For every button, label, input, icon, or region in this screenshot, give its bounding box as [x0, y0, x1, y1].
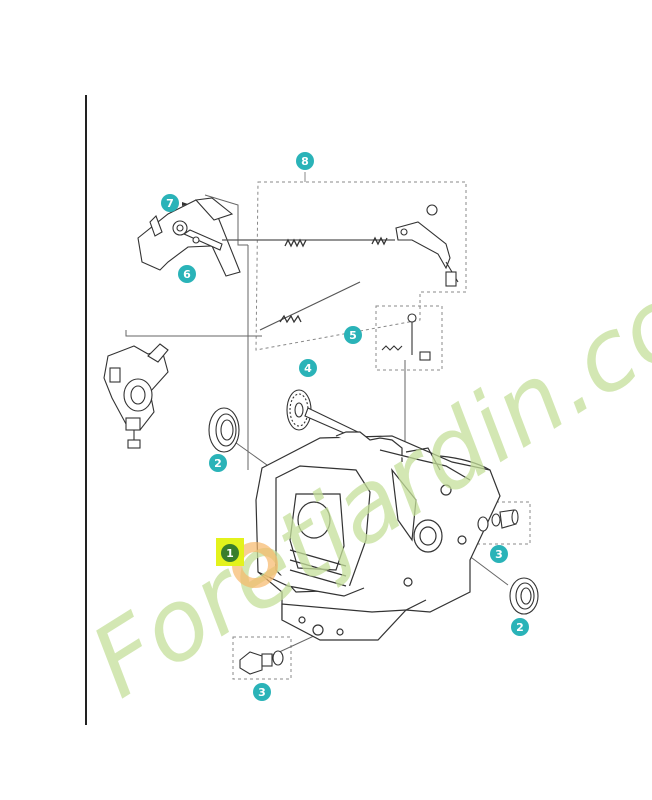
watermark: Foretjardin.com: [72, 213, 652, 720]
callout-5: 5: [344, 326, 362, 344]
governor-arm-part: [137, 197, 241, 277]
callout-7-label: 7: [166, 197, 174, 210]
callout-1-label: 1: [226, 547, 234, 560]
linkage-group-box: [255, 181, 467, 351]
lower-rod-spring: [279, 314, 302, 324]
crankcase-part: [255, 431, 501, 641]
drain-bolt-right: [477, 509, 519, 532]
throttle-lever-part: [395, 204, 459, 287]
callout-3-right-label: 3: [495, 548, 503, 561]
callout-8-label: 8: [301, 155, 309, 168]
callout-7-arrow-icon: [182, 202, 188, 206]
lower-rod: [259, 281, 361, 331]
governor-gear-part: [286, 389, 363, 441]
bolt-group-box-right: [471, 501, 531, 545]
callout-2-bottom-label: 2: [516, 621, 524, 634]
callout-6-label: 6: [183, 268, 191, 281]
callout-4-label: 4: [304, 362, 312, 375]
callout-3-bottom-label: 3: [258, 686, 266, 699]
oil-seal-bottom: [509, 577, 539, 615]
carburetor-part: [103, 343, 169, 449]
callout-5-label: 5: [349, 329, 357, 342]
callout-7: 7: [161, 194, 188, 212]
callout-2-top-label: 2: [214, 457, 222, 470]
callout-4: 4: [299, 359, 317, 377]
drain-bolt-bottom: [239, 650, 284, 675]
callout-1: 1: [221, 544, 239, 562]
oil-seal-top: [208, 407, 240, 453]
callout-2-top: 2: [209, 454, 227, 472]
callout-3-right: 3: [490, 545, 508, 563]
bolt-group-box-bottom: [232, 636, 292, 680]
rod-spring-2: [371, 236, 388, 246]
rod-spring-1: [284, 238, 307, 248]
callout-2-bottom: 2: [511, 618, 529, 636]
callout-8: 8: [296, 152, 314, 170]
callout-6: 6: [178, 265, 196, 283]
callout-3-bottom: 3: [253, 683, 271, 701]
spring-group-box: [375, 305, 443, 371]
watermark-text: Foretjardin.com: [72, 213, 652, 720]
spring-part: [381, 313, 431, 361]
